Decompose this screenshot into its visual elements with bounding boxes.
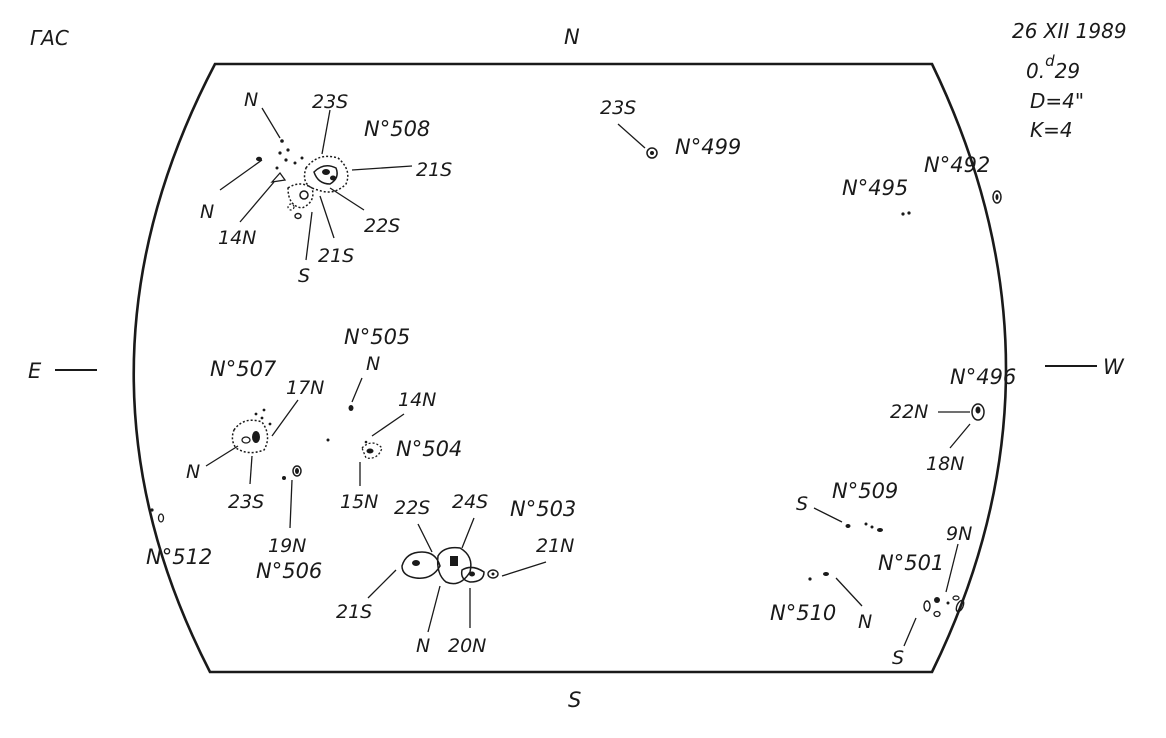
d-parameter: D=4" bbox=[1030, 89, 1084, 113]
region-507: N°507 17N N 23S bbox=[186, 357, 324, 513]
region-501: 9N N°501 S bbox=[878, 523, 972, 669]
region-496-tag-1: 22N bbox=[890, 401, 928, 423]
region-504-label: N°504 bbox=[396, 437, 462, 461]
region-505-tag-1: N bbox=[366, 353, 380, 375]
region-503-tag-3: 21N bbox=[536, 535, 574, 557]
region-496-label: N°496 bbox=[950, 365, 1016, 389]
region-507-tag-2: N bbox=[186, 461, 200, 483]
region-503: 22S 24S N°503 21N 21S N 20N bbox=[336, 491, 576, 657]
region-501-tag-1: 9N bbox=[946, 523, 972, 545]
k-parameter: K=4 bbox=[1030, 118, 1073, 142]
region-501-label: N°501 bbox=[878, 551, 944, 575]
region-492-label: N°492 bbox=[924, 153, 990, 177]
region-503-tag-4: 21S bbox=[336, 601, 372, 623]
south-label: S bbox=[568, 688, 581, 712]
region-495-label: N°495 bbox=[842, 176, 908, 200]
region-510: N°510 N bbox=[770, 572, 872, 633]
north-label: N bbox=[564, 25, 580, 49]
region-506-label: N°506 bbox=[256, 559, 322, 583]
region-508-tag-3: 21S bbox=[416, 159, 452, 181]
region-508: N 23S N°508 21S N 14N 22S 21S S bbox=[200, 89, 452, 287]
region-504: 14N N°504 15N bbox=[340, 389, 462, 513]
region-505-label: N°505 bbox=[344, 325, 410, 349]
region-503-tag-2: 24S bbox=[452, 491, 488, 513]
region-509: N°509 S bbox=[796, 479, 898, 532]
region-503-label: N°503 bbox=[510, 497, 576, 521]
region-496-tag-2: 18N bbox=[926, 453, 964, 475]
solar-disk-outline bbox=[132, 62, 1008, 674]
region-509-tag-1: S bbox=[796, 493, 808, 515]
region-510-tag-1: N bbox=[858, 611, 872, 633]
region-505: N°505 N bbox=[326, 325, 410, 442]
region-503-tag-5: N bbox=[416, 635, 430, 657]
region-506: 19N N°506 bbox=[256, 465, 322, 583]
region-499: 23S N°499 bbox=[600, 97, 741, 159]
region-496: N°496 22N 18N bbox=[890, 365, 1016, 475]
region-508-label: N°508 bbox=[364, 117, 430, 141]
region-503-tag-1: 22S bbox=[394, 497, 430, 519]
region-507-tag-3: 23S bbox=[228, 491, 264, 513]
region-508-tag-6: 22S bbox=[364, 215, 400, 237]
west-label: W bbox=[1103, 355, 1125, 379]
region-499-tag-1: 23S bbox=[600, 97, 636, 119]
region-508-tag-2: 23S bbox=[312, 91, 348, 113]
east-label: E bbox=[28, 359, 42, 383]
region-510-label: N°510 bbox=[770, 601, 836, 625]
region-507-label: N°507 bbox=[210, 357, 277, 381]
region-508-tag-7: 21S bbox=[318, 245, 354, 267]
observation-date: 26 XII 1989 bbox=[1012, 19, 1127, 43]
region-508-tag-5: 14N bbox=[218, 227, 256, 249]
observation-time: 0.d29 bbox=[1026, 52, 1080, 83]
region-512-label: N°512 bbox=[146, 545, 212, 569]
observatory-label: ГАС bbox=[30, 26, 69, 50]
region-512: N°512 bbox=[146, 508, 212, 569]
region-509-label: N°509 bbox=[832, 479, 898, 503]
region-503-tag-6: 20N bbox=[448, 635, 486, 657]
region-507-tag-1: 17N bbox=[286, 377, 324, 399]
region-495: N°495 bbox=[842, 176, 911, 216]
region-501-tag-2: S bbox=[892, 647, 904, 669]
region-504-tag-2: 15N bbox=[340, 491, 378, 513]
region-508-tag-1: N bbox=[244, 89, 258, 111]
region-499-label: N°499 bbox=[675, 135, 741, 159]
region-508-tag-4: N bbox=[200, 201, 214, 223]
region-506-tag-1: 19N bbox=[268, 535, 306, 557]
region-504-tag-1: 14N bbox=[398, 389, 436, 411]
region-492: N°492 bbox=[924, 153, 1002, 204]
region-508-tag-8: S bbox=[298, 265, 310, 287]
